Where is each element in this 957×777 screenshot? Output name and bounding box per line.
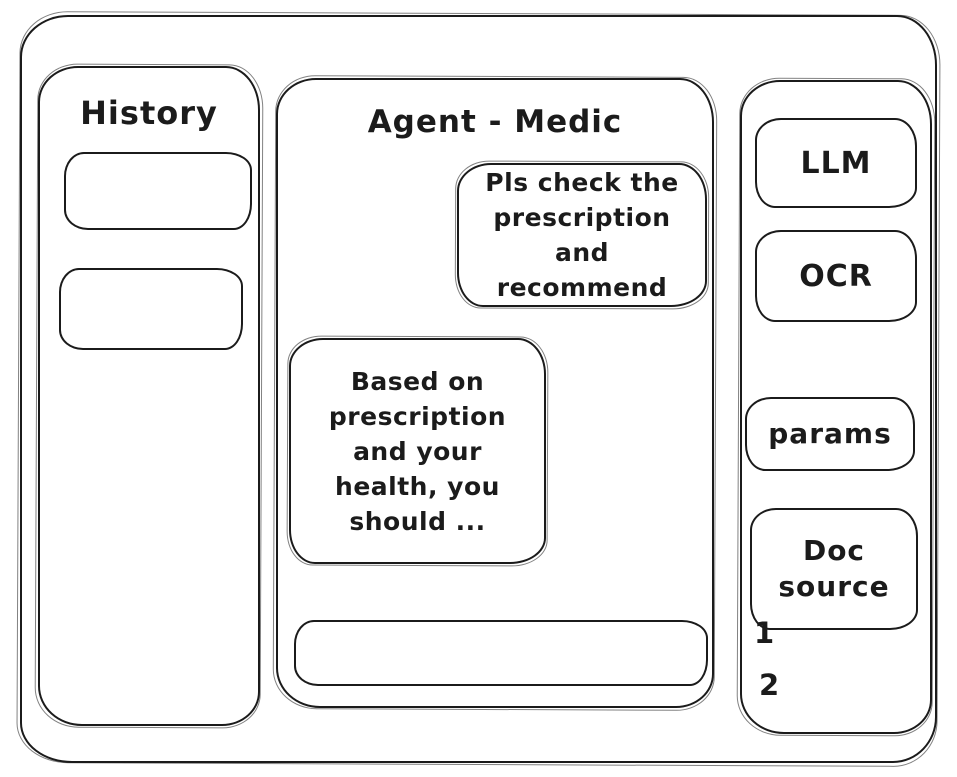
doc-source-item[interactable]: 1	[754, 616, 775, 650]
assistant-message-text: Based on prescription and your health, y…	[328, 366, 507, 536]
history-title: History	[80, 94, 218, 132]
history-item[interactable]	[59, 268, 243, 350]
history-item[interactable]	[64, 152, 252, 230]
doc-source-item[interactable]: 2	[759, 668, 780, 702]
tools-panel: LLM OCR params Doc source 1 2	[740, 80, 932, 734]
history-panel: History	[38, 66, 260, 726]
params-button-label: params	[768, 416, 892, 450]
chat-input[interactable]	[294, 620, 708, 686]
chat-panel: Agent - Medic Pls check the prescription…	[276, 78, 714, 708]
llm-button-label: LLM	[800, 145, 872, 181]
llm-button[interactable]: LLM	[755, 118, 917, 208]
user-message-bubble: Pls check the prescription and recommend	[457, 163, 707, 307]
ocr-button[interactable]: OCR	[755, 230, 917, 322]
ocr-button-label: OCR	[799, 258, 873, 294]
chat-title: Agent - Medic	[367, 104, 623, 140]
user-message-text: Pls check the prescription and recommend	[485, 168, 679, 302]
assistant-message-bubble: Based on prescription and your health, y…	[289, 338, 546, 564]
doc-source-button[interactable]: Doc source	[750, 508, 918, 630]
doc-source-button-label: Doc source	[778, 533, 890, 603]
params-button[interactable]: params	[745, 397, 915, 471]
